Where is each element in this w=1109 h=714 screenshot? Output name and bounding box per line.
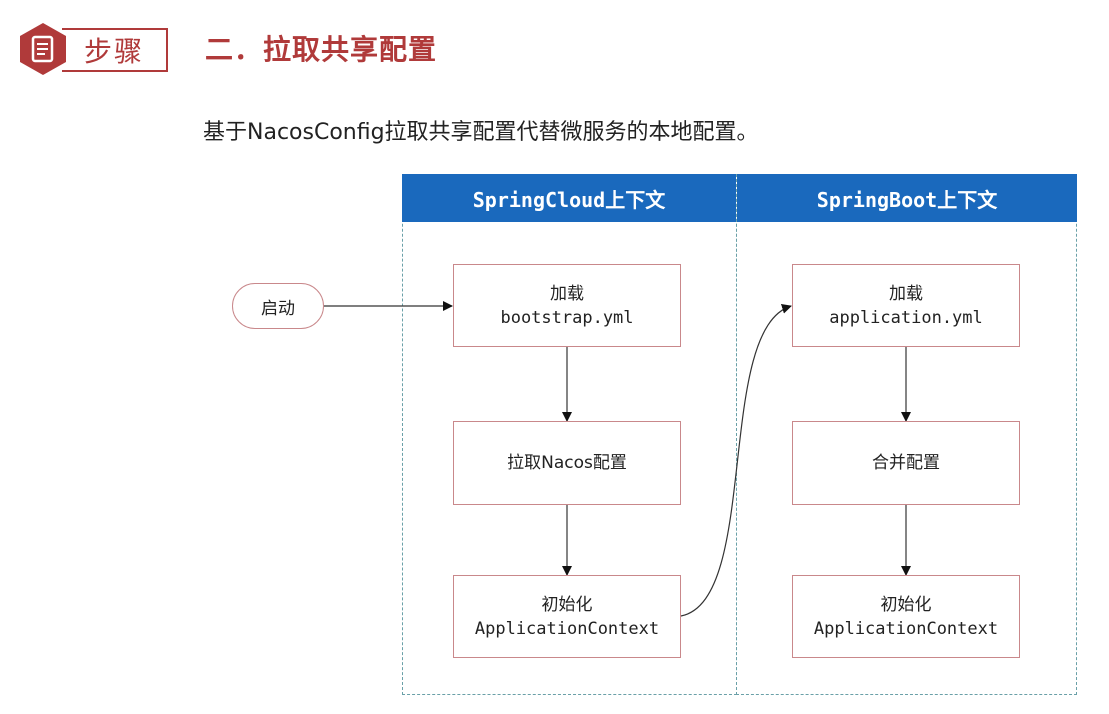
page-description: 基于NacosConfig拉取共享配置代替微服务的本地配置。 [203,120,759,145]
node-sublabel: ApplicationContext [474,618,660,639]
node-sublabel: application.yml [829,307,983,328]
node-label: 初始化 [541,594,593,615]
node-label: 合并配置 [872,453,940,473]
node-label: 拉取Nacos配置 [507,453,627,473]
start-node: 启动 [232,283,324,329]
node-label: 初始化 [880,594,932,615]
step-label: 步骤 [62,28,168,72]
springboot-context-header: SpringBoot上下文 [737,174,1077,222]
node-load-application: 加载 application.yml [792,264,1020,347]
arrow-init-cloud-to-load-application [680,303,792,617]
node-pull-nacos-config: 拉取Nacos配置 [453,421,681,505]
page-title: 二．拉取共享配置 [205,33,438,66]
node-merge-config: 合并配置 [792,421,1020,505]
node-sublabel: ApplicationContext [813,618,999,639]
node-load-bootstrap: 加载 bootstrap.yml [453,264,681,347]
node-label: 加载 [889,283,923,304]
step-badge: 步骤 [18,22,168,76]
node-init-boot-context: 初始化 ApplicationContext [792,575,1020,658]
document-icon [20,23,66,75]
node-sublabel: bootstrap.yml [500,307,634,328]
springcloud-context-header: SpringCloud上下文 [402,174,736,222]
node-label: 加载 [550,283,584,304]
node-init-cloud-context: 初始化 ApplicationContext [453,575,681,658]
